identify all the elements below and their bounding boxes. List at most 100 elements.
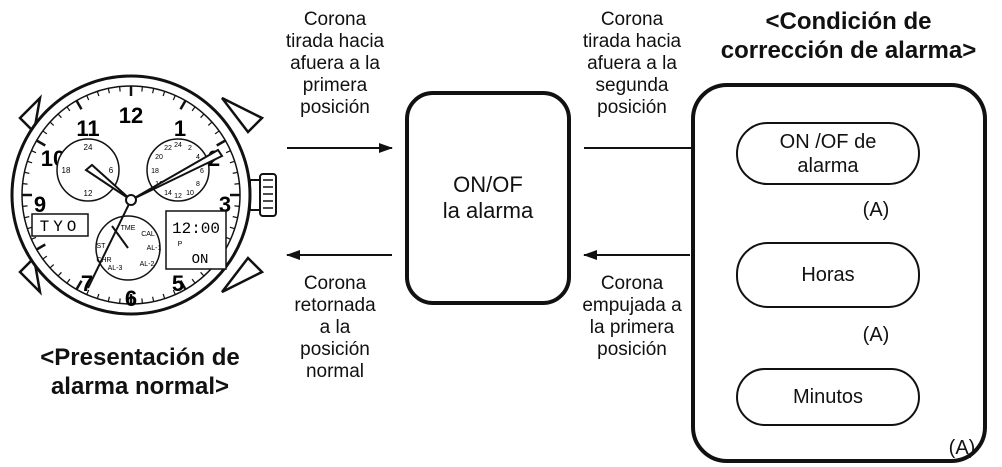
minute-tick <box>35 139 46 147</box>
svg-text:12: 12 <box>174 193 182 200</box>
step-on-off-alarm: ON /OF de alarma <box>736 122 920 185</box>
minute-tick <box>49 121 55 126</box>
watch-lugs <box>18 94 265 296</box>
minute-tick <box>179 280 187 291</box>
numeral-5: 5 <box>172 271 184 296</box>
minute-tick <box>162 91 166 97</box>
minute-tick <box>214 130 220 135</box>
minute-tick <box>57 113 62 119</box>
normal-alarm-caption: <Presentación de alarma normal> <box>40 344 240 400</box>
svg-text:6: 6 <box>109 166 114 175</box>
svg-text:AL-1: AL-1 <box>147 245 162 252</box>
minute-tick <box>232 171 238 174</box>
minute-tick <box>216 139 227 147</box>
minute-tick <box>207 121 213 126</box>
minute-tick <box>24 216 30 219</box>
svg-text:2: 2 <box>188 145 192 152</box>
minute-tick <box>229 160 235 164</box>
minute-tick <box>225 236 231 240</box>
mode-subdial: TME CAL AL-1 AL-2 AL-3 CHR ST <box>95 215 162 281</box>
minute-tick <box>24 171 30 174</box>
minute-tick <box>96 293 100 299</box>
svg-text:24: 24 <box>84 143 93 152</box>
left-lcd-display: TYO <box>31 213 89 237</box>
svg-text:24: 24 <box>174 142 182 149</box>
minute-tick <box>141 86 143 92</box>
minute-tick <box>49 264 55 269</box>
alarm-on-off-box: ON/OF la alarma <box>405 91 571 305</box>
svg-text:14: 14 <box>164 190 172 197</box>
svg-text:P: P <box>178 241 183 248</box>
step-minutes: Minutos <box>736 368 920 426</box>
minute-tick <box>191 106 196 112</box>
minute-tick <box>27 160 33 164</box>
minute-tick <box>42 130 48 135</box>
svg-text:18: 18 <box>151 168 159 175</box>
minute-tick <box>152 88 155 94</box>
annotation-a-3: (A) <box>948 437 976 459</box>
minute-tick <box>107 296 110 302</box>
svg-text:6: 6 <box>200 168 204 175</box>
minute-tick <box>66 278 71 284</box>
minute-tick <box>57 271 62 277</box>
numeral-12: 12 <box>119 103 143 128</box>
minute-tick-ring <box>22 86 240 304</box>
annotation-a-1: (A) <box>862 199 890 221</box>
minute-tick <box>172 95 176 101</box>
minute-tick <box>191 278 196 284</box>
svg-text:ON: ON <box>192 252 209 268</box>
correction-mode-caption: <Condición de corrección de alarma> <box>720 8 977 64</box>
svg-text:4: 4 <box>196 154 200 161</box>
minute-tick <box>179 99 187 110</box>
minute-tick <box>22 205 28 207</box>
minute-tick <box>86 95 90 101</box>
minute-tick <box>75 99 83 110</box>
minute-tick <box>42 255 48 260</box>
minute-tick <box>96 91 100 97</box>
crown-icon <box>249 173 277 217</box>
alarm-on-off-line2: la alarma <box>442 198 534 223</box>
minute-tick <box>22 183 28 185</box>
svg-text:ST: ST <box>97 243 107 250</box>
svg-text:20: 20 <box>155 154 163 161</box>
watch-hands <box>84 148 224 289</box>
crown-pulled-first-label: Corona tirada hacia afuera a la primera … <box>285 9 385 118</box>
numeral-1: 1 <box>174 116 186 141</box>
svg-text:12:00: 12:00 <box>172 220 220 238</box>
svg-text:AL-2: AL-2 <box>140 261 155 268</box>
minute-tick <box>152 296 155 302</box>
crown-pulled-second-label: Corona tirada hacia afuera a la segunda … <box>582 9 682 118</box>
minute-tick <box>75 280 83 291</box>
crown-pushed-label: Corona empujada a la primera posición <box>582 273 682 360</box>
step-hours: Horas <box>736 242 920 308</box>
minute-tick <box>86 289 90 295</box>
numeral-11: 11 <box>76 116 99 141</box>
svg-text:22: 22 <box>164 145 172 152</box>
alarm-on-off-line1: ON/OF <box>453 172 523 197</box>
svg-text:18: 18 <box>62 166 71 175</box>
minute-tick <box>119 86 121 92</box>
subdial-right: 22 24 2 20 4 18 6 16 8 14 12 10 <box>146 138 210 202</box>
annotation-a-2: (A) <box>862 324 890 346</box>
numeral-6: 6 <box>125 286 137 311</box>
minute-tick <box>107 88 110 94</box>
right-lcd-display: 12:00 P ON <box>165 210 227 270</box>
svg-text:12: 12 <box>84 189 93 198</box>
minute-tick <box>232 216 238 219</box>
numeral-9: 9 <box>34 192 46 217</box>
minute-tick <box>66 106 71 112</box>
minute-tick <box>35 243 46 251</box>
minute-tick <box>200 271 205 277</box>
svg-text:10: 10 <box>186 190 194 197</box>
svg-text:CHR: CHR <box>96 257 111 264</box>
minute-tick <box>229 226 235 230</box>
svg-text:CAL: CAL <box>141 231 155 238</box>
minute-tick <box>31 236 37 240</box>
minute-tick <box>234 183 240 185</box>
svg-text:8: 8 <box>196 181 200 188</box>
minute-tick <box>234 205 240 207</box>
minute-tick <box>172 289 176 295</box>
crown-returned-label: Corona retornada a la posición normal <box>294 273 376 382</box>
minute-tick <box>119 298 121 304</box>
